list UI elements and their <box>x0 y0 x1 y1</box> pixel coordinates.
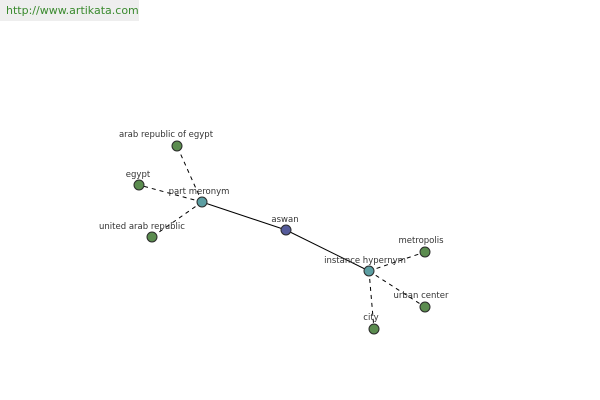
node-united-arab-republic-label: united arab republic <box>99 222 185 232</box>
node-egypt-label: egypt <box>126 170 151 180</box>
source-url-link[interactable]: http://www.artikata.com <box>6 4 139 17</box>
node-metropolis[interactable]: metropolis <box>398 236 444 258</box>
node-arab-republic-of-egypt[interactable]: arab republic of egypt <box>119 130 214 152</box>
source-header: http://www.artikata.com <box>0 0 139 21</box>
node-urban-center[interactable]: urban center <box>394 291 449 313</box>
node-arab-republic-of-egypt-circle[interactable] <box>171 140 183 152</box>
node-united-arab-republic[interactable]: united arab republic <box>99 222 185 243</box>
node-urban-center-label: urban center <box>394 291 449 301</box>
node-city-label: city <box>363 313 378 323</box>
node-aswan-circle[interactable] <box>280 224 292 236</box>
edge-instance-hypernym-urban-center <box>368 270 426 308</box>
node-arab-republic-of-egypt-label: arab republic of egypt <box>119 130 214 140</box>
edge-part-meronym-egypt <box>138 184 203 203</box>
node-instance-hypernym[interactable]: instance hypernym <box>324 256 406 277</box>
edge-part-meronym-united-arab-republic <box>151 201 203 238</box>
node-part-meronym[interactable]: part meronym <box>169 187 230 208</box>
edge-instance-hypernym-metropolis <box>368 251 426 272</box>
node-urban-center-circle[interactable] <box>419 301 431 313</box>
node-part-meronym-circle[interactable] <box>196 196 208 208</box>
node-part-meronym-label: part meronym <box>169 187 230 197</box>
node-instance-hypernym-circle[interactable] <box>363 265 375 277</box>
edge-aswan-instance-hypernym <box>285 229 370 272</box>
edge-instance-hypernym-city <box>368 270 375 330</box>
edge-part-meronym-arab-republic-of-egypt <box>176 145 203 203</box>
node-aswan-label: aswan <box>271 215 298 225</box>
edge-aswan-part-meronym <box>201 201 287 231</box>
node-metropolis-label: metropolis <box>398 236 444 246</box>
node-city-circle[interactable] <box>368 323 380 335</box>
node-city[interactable]: city <box>363 313 380 335</box>
node-aswan[interactable]: aswan <box>271 215 299 236</box>
node-egypt-circle[interactable] <box>133 179 145 191</box>
node-instance-hypernym-label: instance hypernym <box>324 256 406 266</box>
node-metropolis-circle[interactable] <box>419 246 431 258</box>
node-united-arab-republic-circle[interactable] <box>146 231 158 243</box>
node-egypt[interactable]: egypt <box>126 170 151 191</box>
